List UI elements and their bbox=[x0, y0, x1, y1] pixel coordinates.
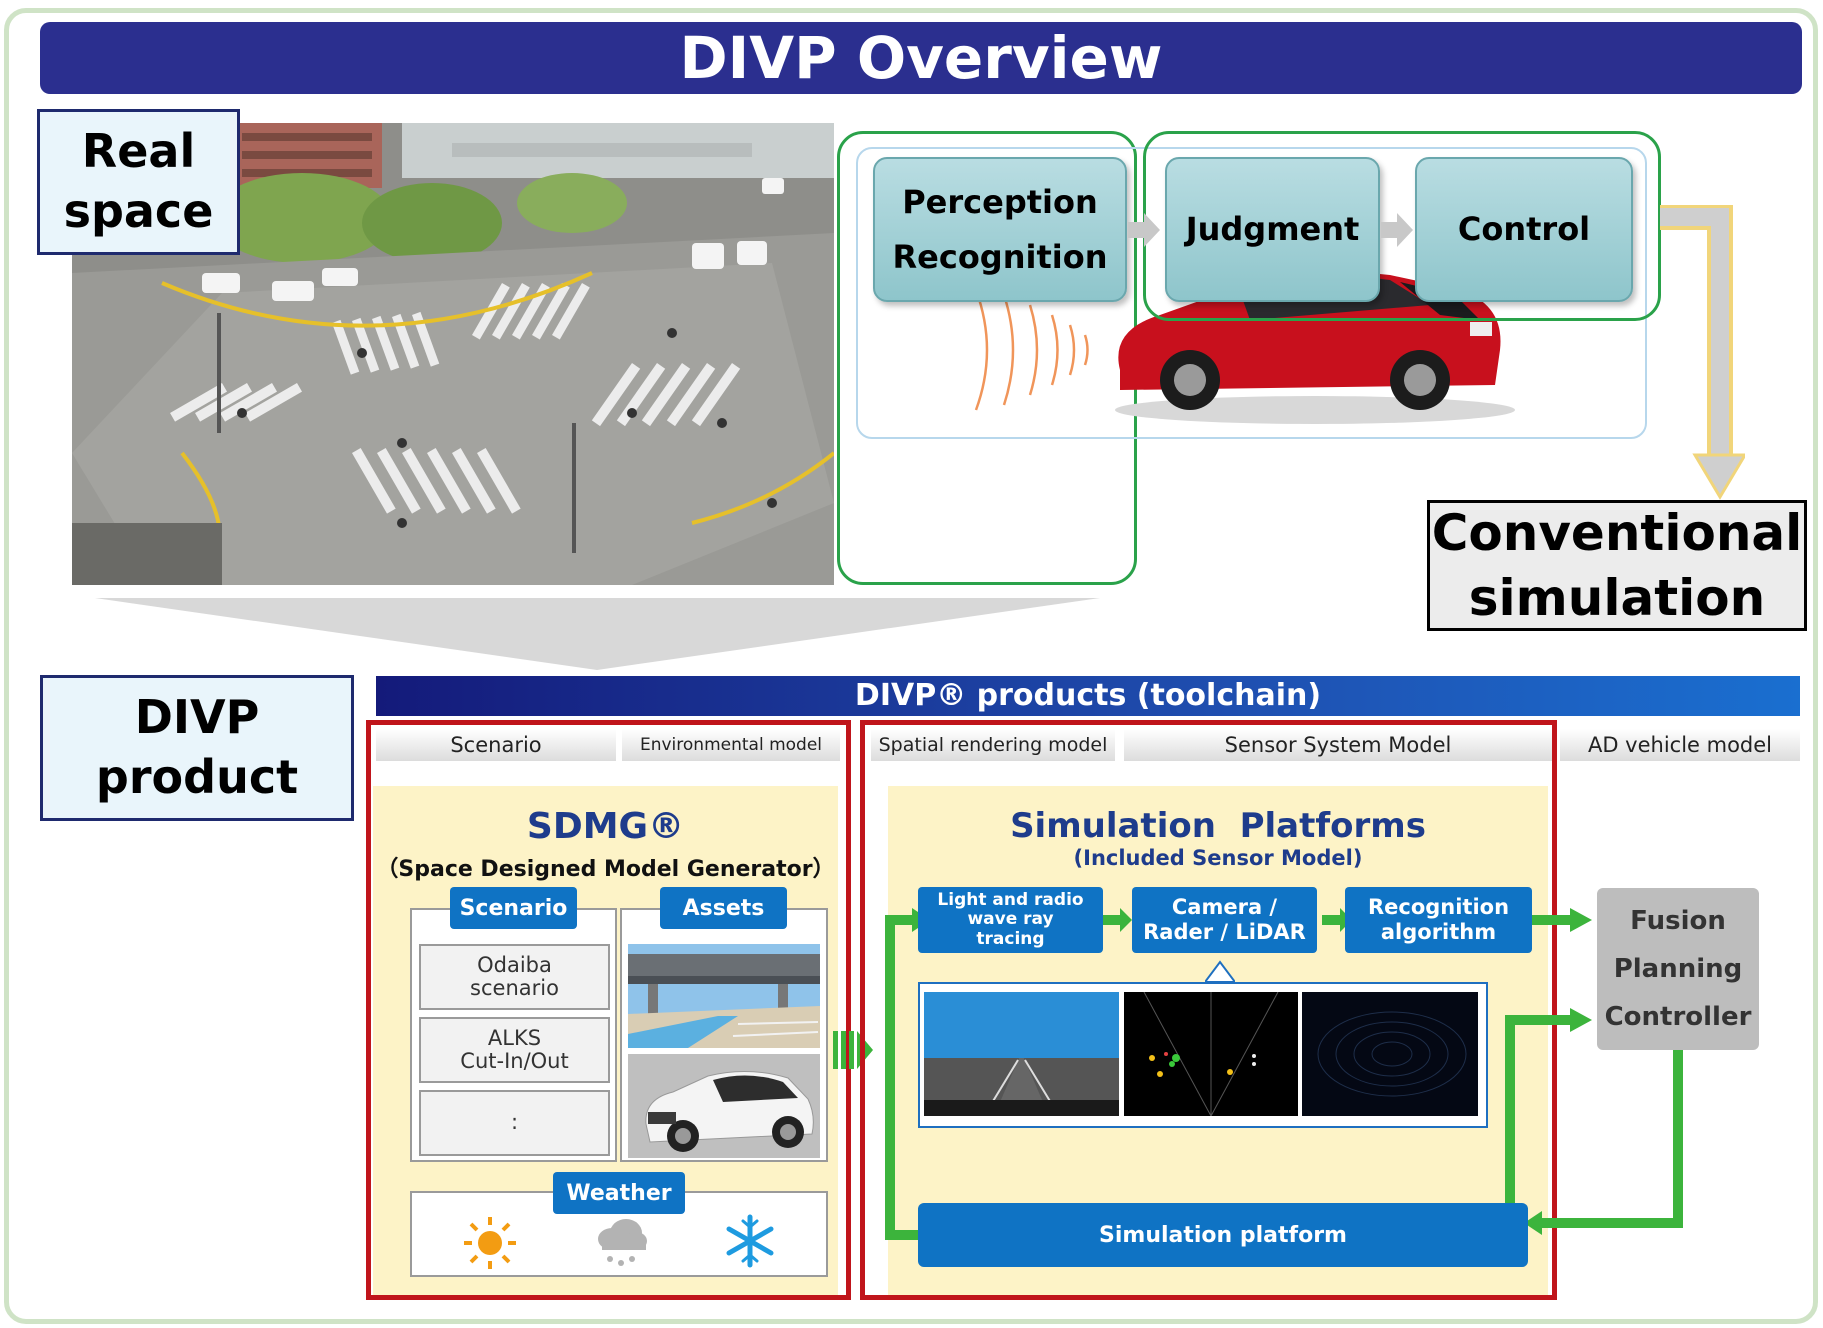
real-space-line-1: Real bbox=[81, 124, 196, 179]
camera-lidar-line-2: Rader / LiDAR bbox=[1143, 920, 1306, 944]
tab-ad-vehicle-model: AD vehicle model bbox=[1560, 729, 1800, 761]
scenario-more-label: : bbox=[510, 1110, 519, 1135]
divp-product-line-1: DIVP bbox=[134, 690, 260, 745]
scenario-odaiba[interactable]: Odaiba scenario bbox=[419, 944, 610, 1010]
conventional-simulation-label: Conventional simulation bbox=[1427, 500, 1807, 631]
perception-recognition-box: Perception Recognition bbox=[873, 157, 1127, 302]
scenario-alks-line-1: ALKS bbox=[487, 1025, 542, 1050]
arrow-right-icon bbox=[1128, 213, 1160, 247]
sim-platforms-title: Simulation Platforms bbox=[1010, 806, 1426, 846]
controller-label: Controller bbox=[1604, 1002, 1752, 1033]
real-space-line-2: space bbox=[63, 184, 214, 238]
conventional-line-2: simulation bbox=[1468, 568, 1766, 627]
recognition-line-2: algorithm bbox=[1380, 920, 1497, 944]
recognition-step: Recognition algorithm bbox=[1345, 887, 1532, 953]
tab-scenario: Scenario bbox=[376, 729, 616, 761]
divp-product-line-2: product bbox=[95, 750, 299, 804]
control-box: Control bbox=[1415, 157, 1633, 302]
ray-tracing-line-1: Light and radio bbox=[937, 889, 1084, 910]
sim-platforms-subtitle: (Included Sensor Model) bbox=[1073, 846, 1363, 870]
asset-road-image bbox=[628, 944, 820, 1048]
sdmg-subtitle: （Space Designed Model Generator） bbox=[376, 857, 835, 882]
snowflake-icon bbox=[726, 1214, 774, 1268]
scenario-odaiba-line-2: scenario bbox=[470, 976, 559, 1000]
asset-car-image bbox=[628, 1054, 820, 1158]
conventional-line-1: Conventional bbox=[1431, 503, 1803, 562]
tab-sensor-system-model: Sensor System Model bbox=[1124, 729, 1552, 761]
arrow-right-icon bbox=[1381, 213, 1413, 247]
real-space-label: Real space bbox=[37, 109, 240, 255]
sdmg-title: SDMG® bbox=[526, 806, 685, 847]
flow-loop-arrows bbox=[885, 908, 1683, 1240]
scenario-alks[interactable]: ALKS Cut-In/Out bbox=[419, 1017, 610, 1083]
transition-arrow bbox=[95, 598, 1100, 670]
perception-line-2: Recognition bbox=[892, 237, 1108, 276]
sensor-waves-icon bbox=[974, 289, 1089, 411]
scenario-odaiba-line-1: Odaiba bbox=[477, 952, 552, 977]
divp-product-label: DIVP product bbox=[40, 675, 354, 821]
ray-tracing-step: Light and radio wave ray tracing bbox=[918, 887, 1103, 953]
weather-button[interactable]: Weather bbox=[553, 1172, 685, 1214]
recognition-line-1: Recognition bbox=[1367, 894, 1510, 919]
camera-lidar-step: Camera / Rader / LiDAR bbox=[1132, 887, 1317, 953]
scenario-button[interactable]: Scenario bbox=[450, 887, 577, 929]
scenario-alks-line-2: Cut-In/Out bbox=[460, 1049, 569, 1073]
scenario-more[interactable]: : bbox=[419, 1090, 610, 1156]
page-title: DIVP Overview bbox=[40, 22, 1802, 94]
fusion-label: Fusion bbox=[1630, 905, 1726, 936]
vehicle-scope-outline bbox=[856, 147, 1647, 439]
toolchain-header: DIVP® products (toolchain) bbox=[376, 676, 1800, 716]
simulation-platform-bar: Simulation platform bbox=[918, 1203, 1528, 1267]
fusion-planning-controller-box: Fusion Planning Controller bbox=[1597, 888, 1759, 1050]
judgment-box: Judgment bbox=[1165, 157, 1380, 302]
planning-label: Planning bbox=[1613, 953, 1743, 984]
sdmg-red-frame bbox=[366, 720, 851, 1300]
camera-lidar-line-1: Camera / bbox=[1171, 894, 1278, 919]
outer-frame bbox=[4, 8, 1818, 1324]
ray-tracing-line-2: wave ray bbox=[967, 909, 1054, 930]
perception-line-1: Perception bbox=[902, 183, 1098, 222]
sun-icon bbox=[464, 1217, 516, 1269]
intersection-photo bbox=[72, 123, 834, 585]
ray-tracing-line-3: tracing bbox=[976, 928, 1045, 949]
radar-output-image bbox=[1124, 992, 1298, 1116]
camera-output-image bbox=[924, 992, 1119, 1116]
assets-button[interactable]: Assets bbox=[660, 887, 787, 929]
tab-spatial-rendering-model: Spatial rendering model bbox=[871, 729, 1115, 761]
callout-pointer bbox=[1205, 960, 1235, 982]
rain-cloud-icon bbox=[598, 1219, 647, 1266]
lidar-output-image bbox=[1302, 992, 1478, 1116]
sim-platforms-red-frame bbox=[860, 720, 1557, 1300]
tab-environmental-model: Environmental model bbox=[622, 729, 840, 761]
conventional-arrow bbox=[1660, 205, 1745, 500]
